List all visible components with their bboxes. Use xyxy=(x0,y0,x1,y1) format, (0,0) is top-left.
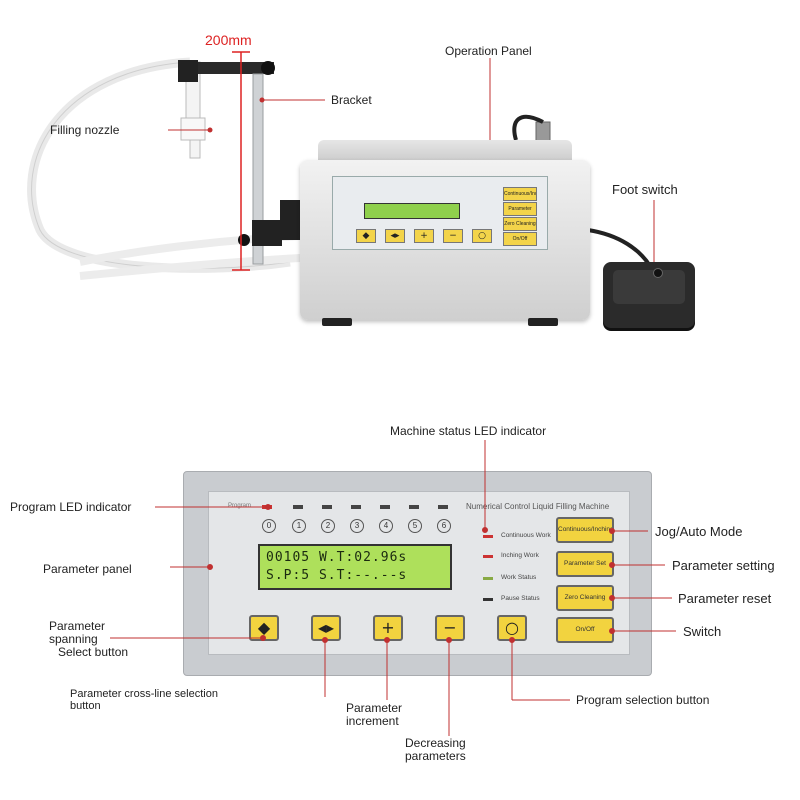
machine-key-4: − xyxy=(443,229,463,243)
parameter-setting-button[interactable]: Parameter Set xyxy=(556,551,614,577)
label-jog-auto: Jog/Auto Mode xyxy=(655,524,743,539)
status-label-work: Work Status xyxy=(501,574,537,581)
status-led-work xyxy=(483,577,493,580)
program-number-0: 0 xyxy=(262,519,276,533)
program-led xyxy=(351,505,361,509)
label-program-led: Program LED indicator xyxy=(10,500,132,514)
label-spanning-1: Parameter xyxy=(49,619,106,633)
label-increment-2: increment xyxy=(346,714,399,728)
label-program-selection: Program selection button xyxy=(576,693,710,707)
status-led-continuous xyxy=(483,535,493,538)
label-parameter-panel: Parameter panel xyxy=(43,562,132,576)
program-label: Program xyxy=(228,503,252,509)
machine-lcd xyxy=(364,203,460,219)
program-led xyxy=(293,505,303,509)
label-filling-nozzle: Filling nozzle xyxy=(50,123,120,137)
dimension-label: 200mm xyxy=(205,32,252,48)
parameter-decrease-button[interactable]: − xyxy=(435,615,465,641)
label-decreasing-2: parameters xyxy=(405,749,466,763)
program-led xyxy=(322,505,332,509)
program-selection-button[interactable]: ○ xyxy=(497,615,527,641)
machine-foot-right xyxy=(528,318,558,326)
parameter-cross-line-button[interactable]: ◂▸ xyxy=(311,615,341,641)
machine-key-3: + xyxy=(414,229,434,243)
label-foot-switch: Foot switch xyxy=(612,182,678,197)
label-spanning-3: Select button xyxy=(58,645,129,659)
lcd-line-2: S.P:5 S.T:--.--s xyxy=(266,568,408,583)
machine-mode-key: Continuous/Inching xyxy=(503,187,537,201)
machine-key-2: ◂▸ xyxy=(385,229,405,243)
machine-param-key: Parameter Set xyxy=(503,202,537,216)
program-number-5: 5 xyxy=(408,519,422,533)
label-crossline-1: Parameter cross-line selection xyxy=(70,688,218,700)
label-machine-status-led: Machine status LED indicator xyxy=(390,424,547,438)
foot-switch xyxy=(603,262,695,328)
label-switch: Switch xyxy=(683,624,722,639)
foot-switch-pedal xyxy=(613,270,685,304)
status-led-inching xyxy=(483,555,493,558)
lcd-display: 00105 W.T:02.96s S.P:5 S.T:--.--s xyxy=(258,544,452,590)
program-led xyxy=(409,505,419,509)
program-number-1: 1 xyxy=(292,519,306,533)
machine-onoff-key: On/Off xyxy=(503,232,537,246)
status-label-inching: Inching Work xyxy=(501,552,539,559)
status-led-pause xyxy=(483,598,493,601)
program-number-4: 4 xyxy=(379,519,393,533)
program-led xyxy=(380,505,390,509)
label-increment-1: Parameter xyxy=(346,701,403,715)
machine-zero-key: Zero Cleaning xyxy=(503,217,537,231)
label-parameter-setting: Parameter setting xyxy=(672,558,775,573)
label-parameter-reset: Parameter reset xyxy=(678,591,772,606)
machine-foot-left xyxy=(322,318,352,326)
machine-key-5: ○ xyxy=(472,229,492,243)
label-crossline-2: button xyxy=(70,700,101,712)
lcd-line-1: 00105 W.T:02.96s xyxy=(266,550,408,565)
program-number-2: 2 xyxy=(321,519,335,533)
label-operation-panel: Operation Panel xyxy=(445,44,532,58)
label-bracket: Bracket xyxy=(331,93,372,107)
status-label-pause: Pause Status xyxy=(501,595,540,602)
status-label-continuous: Continuous Work xyxy=(501,532,551,539)
label-decreasing-1: Decreasing xyxy=(405,736,466,750)
panel-title: Numerical Control Liquid Filling Machine xyxy=(466,502,610,511)
program-number-6: 6 xyxy=(437,519,451,533)
program-number-3: 3 xyxy=(350,519,364,533)
program-led xyxy=(438,505,448,509)
foot-switch-screw xyxy=(653,268,663,278)
jog-auto-mode-button[interactable]: Continuous/Inching xyxy=(556,517,614,543)
machine-key-1: ◆ xyxy=(356,229,376,243)
label-spanning-2: spanning xyxy=(49,632,98,646)
